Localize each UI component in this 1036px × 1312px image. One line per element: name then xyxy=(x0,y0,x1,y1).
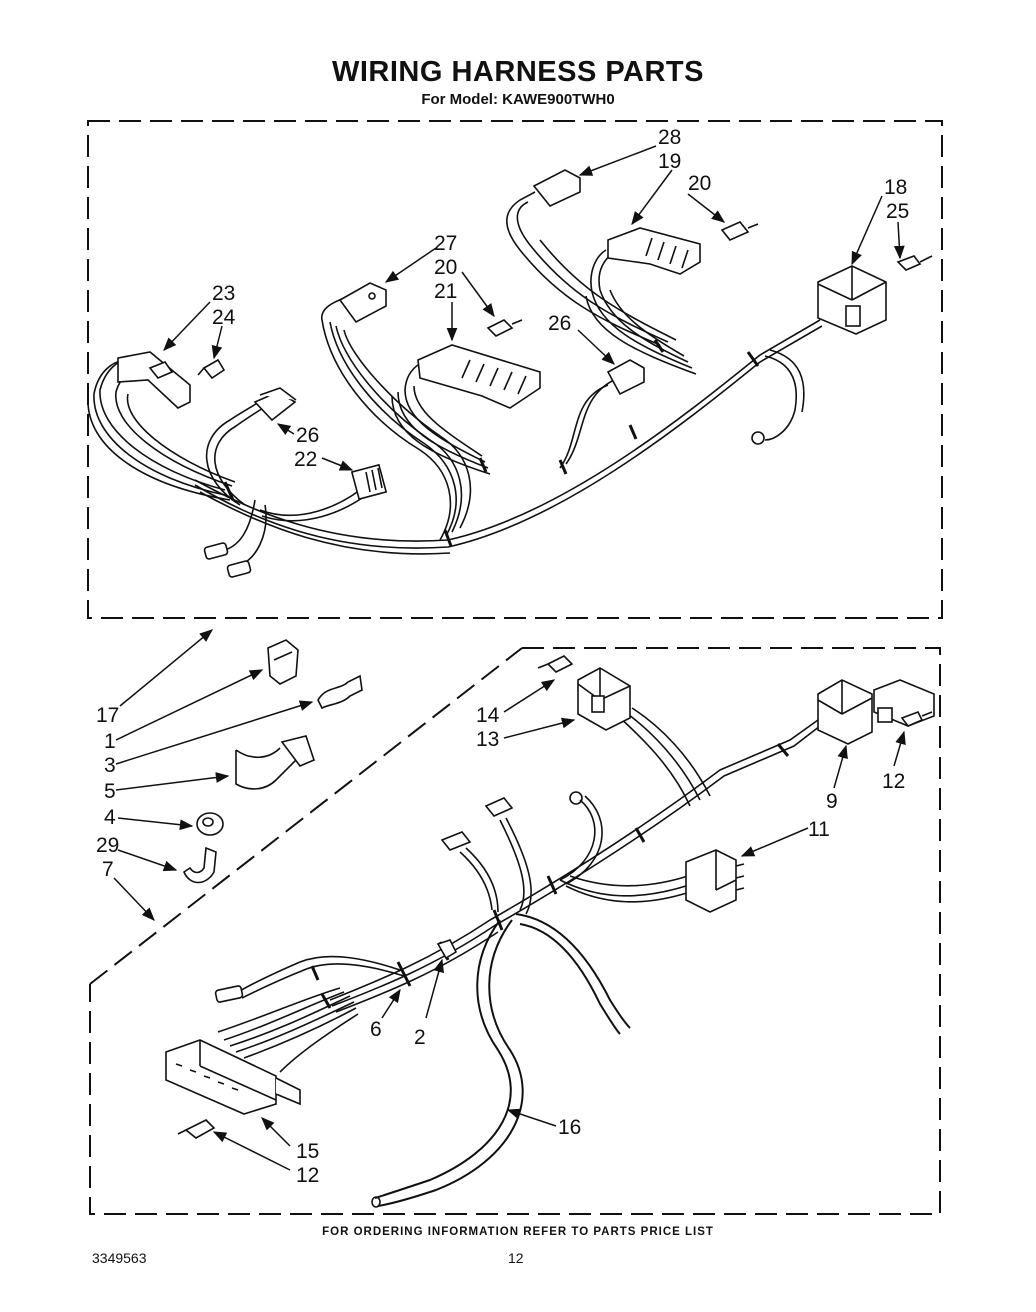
callout-22: 22 xyxy=(294,448,317,471)
callout-16: 16 xyxy=(558,1116,581,1139)
lower-harness-assembly xyxy=(217,707,821,1208)
callout-9: 9 xyxy=(826,790,838,813)
terminal-small-upper-b xyxy=(440,831,472,851)
callout-26-left: 26 xyxy=(296,424,319,447)
connector-23 xyxy=(117,351,191,409)
terminal-20-lower xyxy=(486,319,523,337)
callout-3: 3 xyxy=(104,754,116,777)
terminal-small-upper-a xyxy=(484,797,514,817)
callout-2: 2 xyxy=(414,1026,426,1049)
terminal-12-left xyxy=(177,1119,216,1139)
callout-19: 19 xyxy=(658,150,681,173)
part-29-clamp xyxy=(183,846,217,884)
model-line: For Model: KAWE900TWH0 xyxy=(421,91,615,108)
lower-harness-frame xyxy=(89,647,941,1215)
callout-6: 6 xyxy=(370,1018,382,1041)
callout-18: 18 xyxy=(884,176,907,199)
terminal-12-right xyxy=(900,710,933,727)
callout-11: 11 xyxy=(808,818,830,841)
callout-20-upper: 20 xyxy=(688,172,711,195)
connector-13 xyxy=(577,667,631,731)
ground-terminals-left xyxy=(203,542,252,578)
connector-15 xyxy=(165,1039,301,1115)
terminal-25 xyxy=(896,255,933,271)
leader-lines xyxy=(113,145,906,1171)
callout-5: 5 xyxy=(104,780,116,803)
connector-19 xyxy=(607,227,701,275)
part-3-clip xyxy=(317,674,363,710)
part-1-clip xyxy=(267,639,299,685)
page-title: WIRING HARNESS PARTS xyxy=(332,56,704,88)
callout-15: 15 xyxy=(296,1140,319,1163)
callout-12-left: 12 xyxy=(296,1164,319,1187)
connector-21 xyxy=(417,344,541,409)
callout-13: 13 xyxy=(476,728,499,751)
switch-26-left xyxy=(253,387,297,422)
callout-27: 27 xyxy=(434,232,457,255)
ordering-note: FOR ORDERING INFORMATION REFER TO PARTS … xyxy=(322,1226,714,1238)
terminal-14 xyxy=(537,655,574,673)
document-number: 3349563 xyxy=(92,1250,147,1266)
callout-20-lower: 20 xyxy=(434,256,457,279)
terminal-20-upper xyxy=(720,221,759,241)
terminal-24 xyxy=(197,358,226,380)
connector-18 xyxy=(817,265,887,335)
callout-25: 25 xyxy=(886,200,909,223)
divider-dashed-line xyxy=(89,647,523,985)
page-number: 12 xyxy=(508,1250,524,1266)
callout-17: 17 xyxy=(96,704,119,727)
terminal-left-branch xyxy=(214,985,244,1003)
callout-7: 7 xyxy=(102,858,114,881)
part-4-grommet xyxy=(196,812,224,836)
clip-2 xyxy=(436,939,458,960)
part-5-bracket xyxy=(235,735,315,790)
connector-9 xyxy=(817,679,873,745)
switch-27 xyxy=(338,282,387,324)
callout-29: 29 xyxy=(96,834,119,857)
connector-22 xyxy=(350,463,388,501)
callout-28: 28 xyxy=(658,126,681,149)
callout-21: 21 xyxy=(434,280,457,303)
callout-26-right: 26 xyxy=(548,312,571,335)
callout-12-right: 12 xyxy=(882,770,905,793)
callout-24: 24 xyxy=(212,306,236,329)
callout-labels: 28 19 20 18 25 27 20 21 26 23 24 26 22 1… xyxy=(96,126,909,1187)
switch-26-right xyxy=(606,359,645,396)
callout-1: 1 xyxy=(104,730,116,753)
switch-28 xyxy=(532,169,581,207)
callout-14: 14 xyxy=(476,704,500,727)
callout-4: 4 xyxy=(104,806,116,829)
callout-23: 23 xyxy=(212,282,235,305)
connector-11 xyxy=(685,849,745,913)
upper-harness-frame xyxy=(87,120,943,619)
